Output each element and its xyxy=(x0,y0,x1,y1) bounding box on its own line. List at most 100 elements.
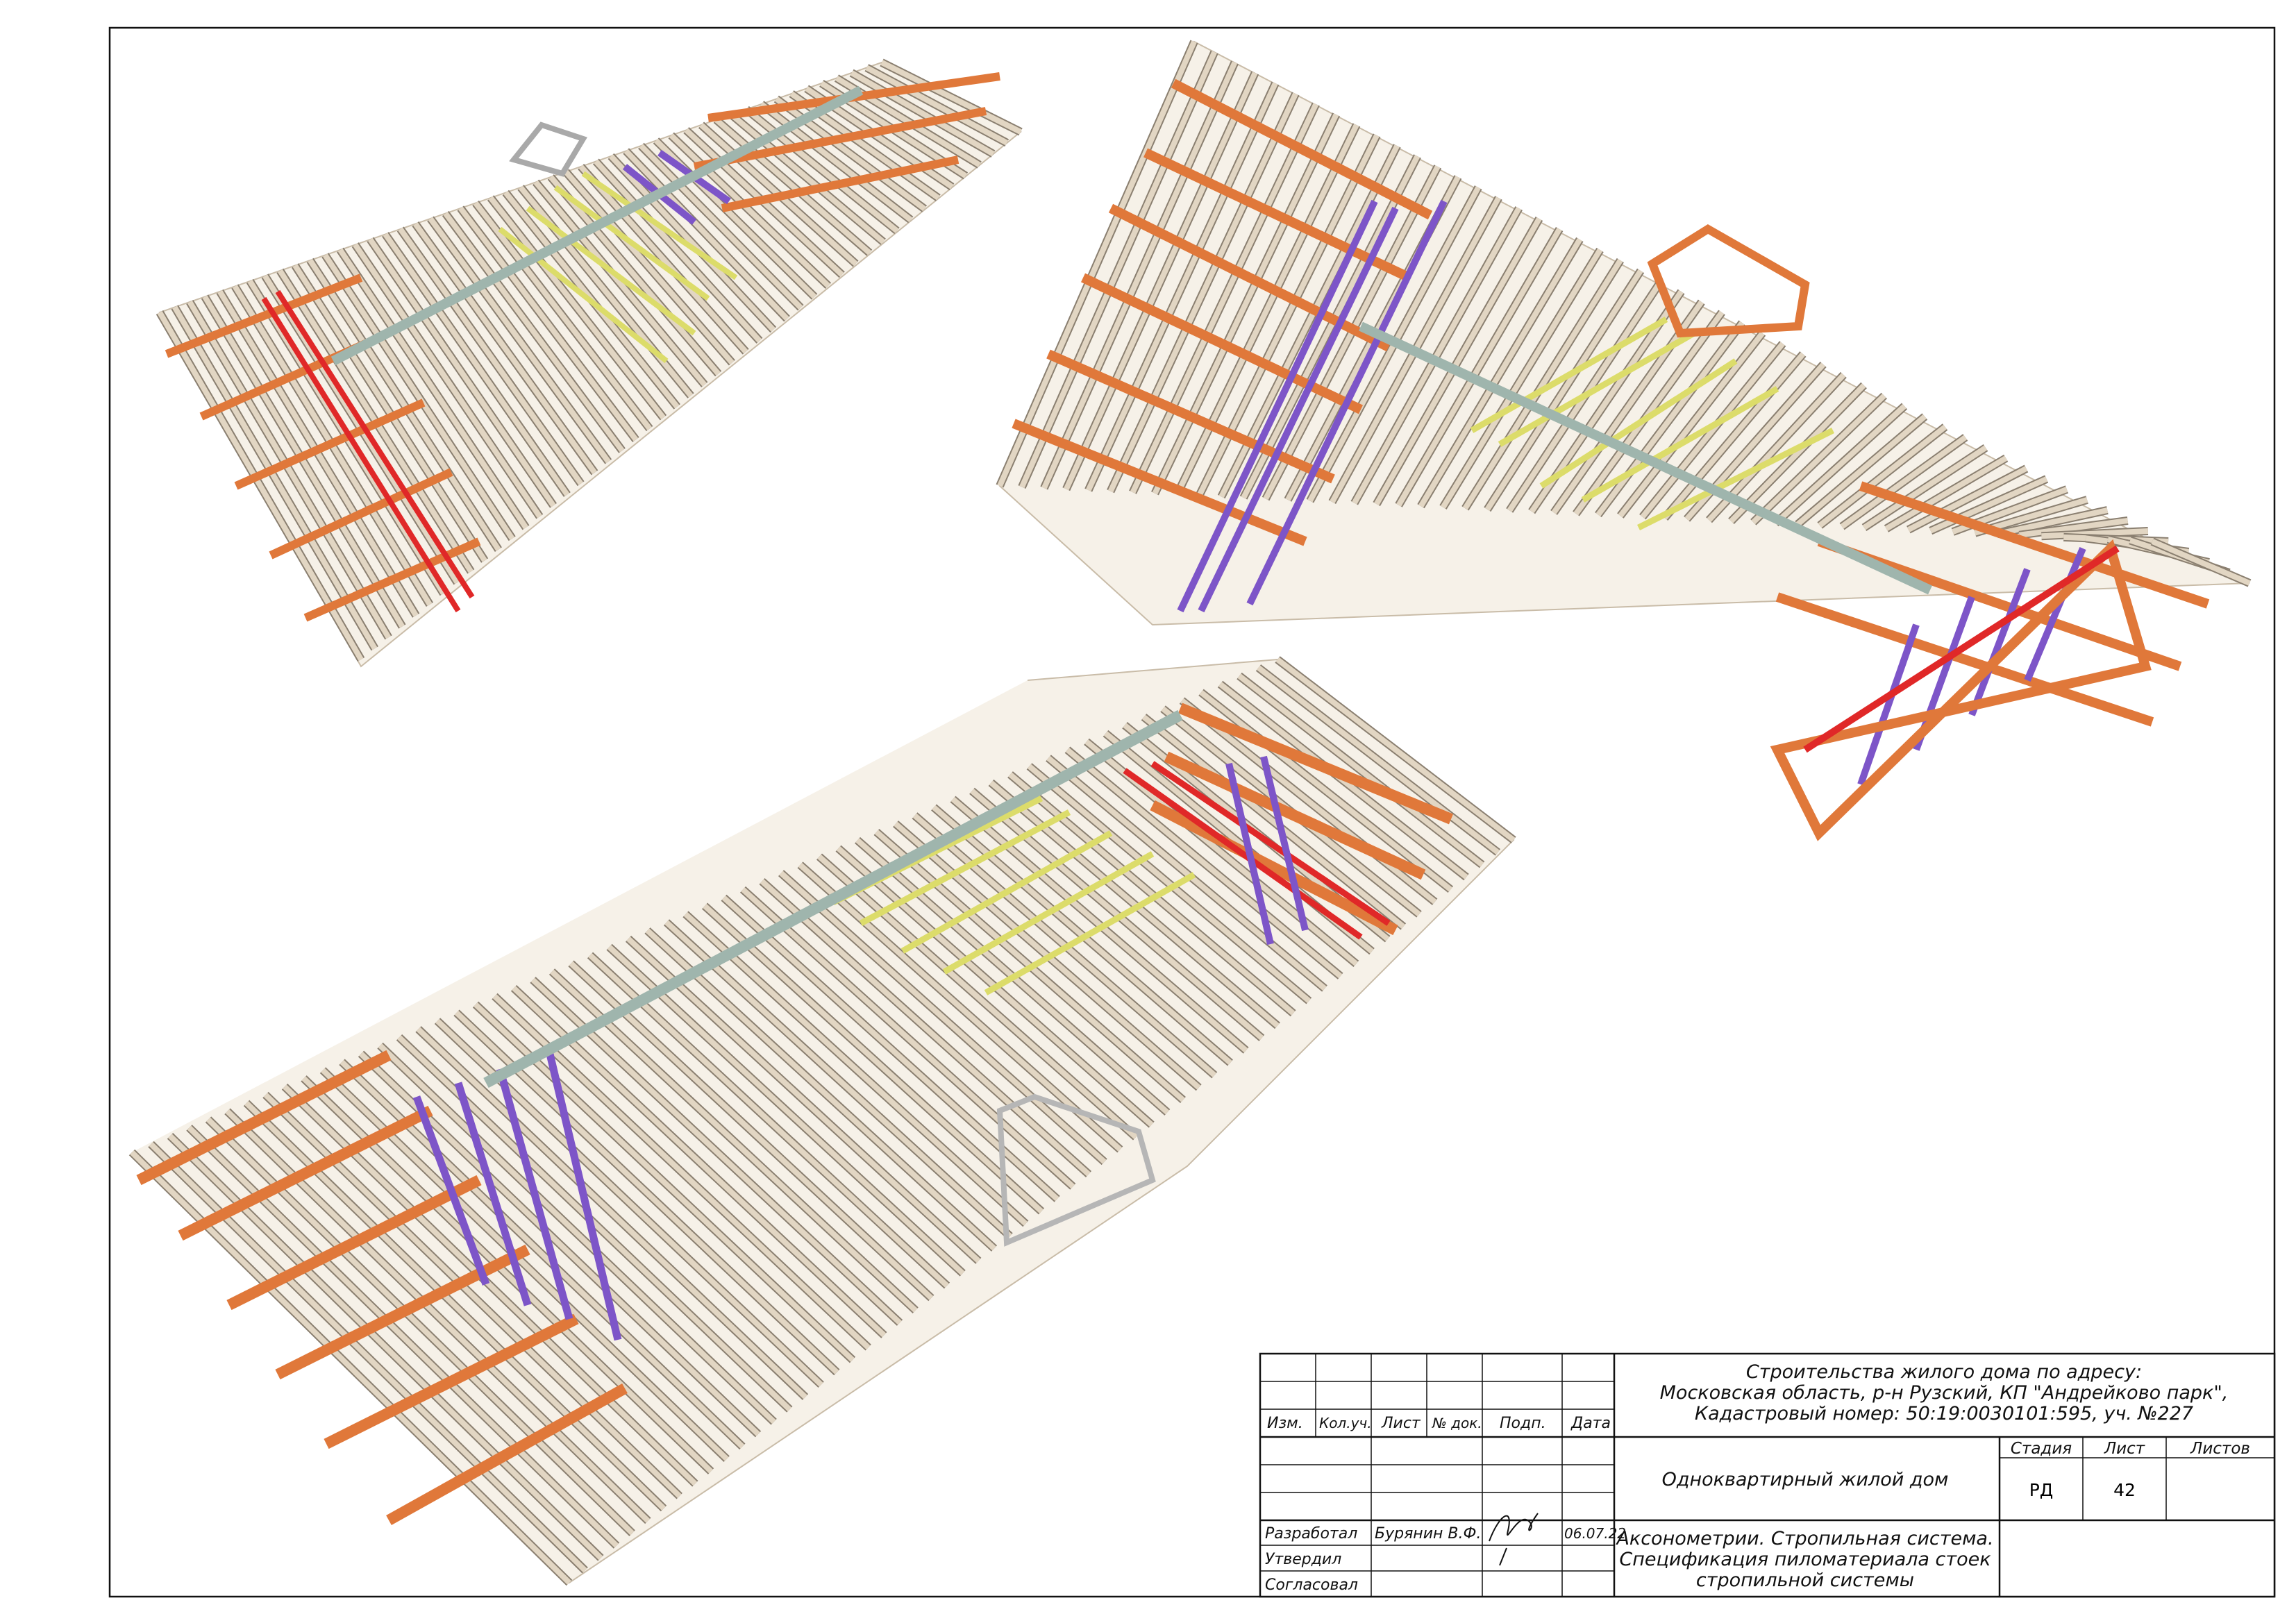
project-line-2: Московская область, р-н Рузский, КП "Анд… xyxy=(1660,1382,2229,1404)
view-1-rafter xyxy=(458,206,639,442)
view-3-purlin xyxy=(1164,751,1426,880)
view-3-yellow-brace xyxy=(859,809,1071,926)
view-2-violet-post xyxy=(1246,199,1448,606)
view-3-ridge xyxy=(483,709,1183,1088)
view-2-rafter xyxy=(1907,466,2028,532)
view-2-purlin xyxy=(1143,148,1411,283)
view-3-rafter xyxy=(683,911,1028,1226)
view-1-rafter xyxy=(609,154,776,332)
signature xyxy=(1489,1513,1539,1566)
view-3-yellow-brace xyxy=(984,872,1196,995)
view-1-rafter xyxy=(533,180,707,387)
view-2-rafter xyxy=(2018,518,2129,538)
view-2-yellow-brace xyxy=(1581,386,1779,503)
developer-name: Бурянин В.Ф. xyxy=(1375,1525,1481,1542)
view-2-rafter xyxy=(1041,61,1238,489)
stage-header: Стадия xyxy=(2011,1440,2072,1458)
view-3-rafter xyxy=(798,862,1122,1152)
view-1-rafter xyxy=(865,65,1009,146)
view-3-rafter xyxy=(1199,690,1452,892)
view-2-rafter xyxy=(2151,539,2251,586)
view-3-violet-post xyxy=(1225,762,1274,945)
view-1-yellow-brace xyxy=(581,171,738,280)
axonometric-view-1 xyxy=(156,58,1023,668)
view-1-rafter xyxy=(623,149,789,321)
view-2-rafter xyxy=(1352,207,1522,505)
view-3-rafter xyxy=(492,994,871,1350)
view-2-rafter xyxy=(1107,92,1298,493)
view-1-dormer xyxy=(509,121,587,177)
view-3-rafter xyxy=(416,1027,807,1399)
view-2-violet-post xyxy=(2024,547,2086,682)
view-3-rafter xyxy=(1008,772,1296,1016)
view-1-yellow-brace xyxy=(498,226,669,364)
header-kol-uch: Кол.уч. xyxy=(1319,1415,1372,1431)
view-3-rafter xyxy=(779,871,1107,1164)
view-2-purlin xyxy=(1046,349,1335,484)
project-line-1: Строительства жилого дома по адресу: xyxy=(1746,1361,2142,1383)
view-2-rafter xyxy=(1818,424,1947,528)
view-1-rafter xyxy=(187,300,392,639)
view-2-dormer xyxy=(1647,224,1810,338)
view-3-rafter xyxy=(1275,657,1516,843)
view-2-rafter xyxy=(1996,507,2109,537)
view-3-rafter xyxy=(454,1010,839,1374)
view-3-violet-post xyxy=(454,1082,532,1306)
view-3-rafter xyxy=(474,1002,855,1362)
sheet-title-line-1: Аксонометрии. Стропильная система. xyxy=(1615,1528,1993,1549)
axonometric-view-3 xyxy=(128,656,1516,1586)
view-1-rafter xyxy=(488,196,666,420)
view-3-rafter xyxy=(970,789,1264,1041)
view-3-violet-post xyxy=(1260,755,1309,932)
view-3-yellow-brace xyxy=(942,851,1155,975)
view-2-rafter xyxy=(1551,300,1704,514)
view-3-rafter xyxy=(512,986,887,1338)
view-3-rafter xyxy=(530,977,902,1325)
view-2-purlin xyxy=(1012,419,1307,546)
view-2-purlin xyxy=(1080,273,1364,414)
view-3-rafter xyxy=(378,1043,776,1424)
view-2-violet-post xyxy=(1198,206,1399,613)
view-1-rafter xyxy=(850,70,995,157)
view-3-rafter xyxy=(1180,698,1437,905)
view-1-rafter xyxy=(337,248,528,530)
view-3-purlin xyxy=(1150,800,1398,936)
view-2-purlin xyxy=(1171,78,1433,220)
view-2-rafter xyxy=(1884,455,2008,531)
view-1-rafter xyxy=(548,175,721,376)
view-1-rafter xyxy=(669,133,830,288)
view-3-yellow-brace xyxy=(900,830,1113,954)
view-1-rafter xyxy=(383,233,570,496)
view-2-rafter xyxy=(1862,445,1988,530)
view-2-violet-post xyxy=(1857,623,1920,786)
view-2-rafter xyxy=(1174,124,1359,496)
view-3-purlin xyxy=(275,1244,530,1380)
view-3-rafter xyxy=(1027,764,1311,1003)
view-2-rafter xyxy=(997,40,1197,487)
view-3-purlin xyxy=(386,1384,628,1525)
view-1-rafter xyxy=(729,112,885,244)
role-developed: Разработал xyxy=(1265,1525,1357,1542)
view-1-purlin xyxy=(234,398,426,490)
view-2-end-frame xyxy=(1770,539,2152,841)
view-2-rafter xyxy=(1618,331,1765,518)
view-3-rafter xyxy=(817,855,1138,1139)
header-list: Лист xyxy=(1381,1415,1421,1432)
view-2-rafter xyxy=(1729,383,1866,523)
sheet-number: 42 xyxy=(2113,1480,2136,1500)
view-2-rafter xyxy=(1595,321,1745,516)
view-2-yellow-brace xyxy=(1636,427,1835,531)
view-2-rafter xyxy=(1840,435,1968,529)
view-2-rafter xyxy=(1462,258,1623,510)
view-2-rafter xyxy=(1484,269,1643,512)
view-1-rafter xyxy=(428,217,611,464)
view-3-rafter xyxy=(588,953,949,1288)
view-1-rafter xyxy=(744,107,899,233)
sheet-title-line-3: стропильной системы xyxy=(1696,1570,1914,1591)
view-1-rafter xyxy=(322,253,515,541)
header-n-dok: № док. xyxy=(1432,1415,1482,1431)
view-3-rafter xyxy=(741,887,1075,1189)
view-3-red-brace xyxy=(1123,768,1363,940)
view-3-rafter xyxy=(664,920,1012,1238)
view-3-rafter xyxy=(645,928,996,1251)
